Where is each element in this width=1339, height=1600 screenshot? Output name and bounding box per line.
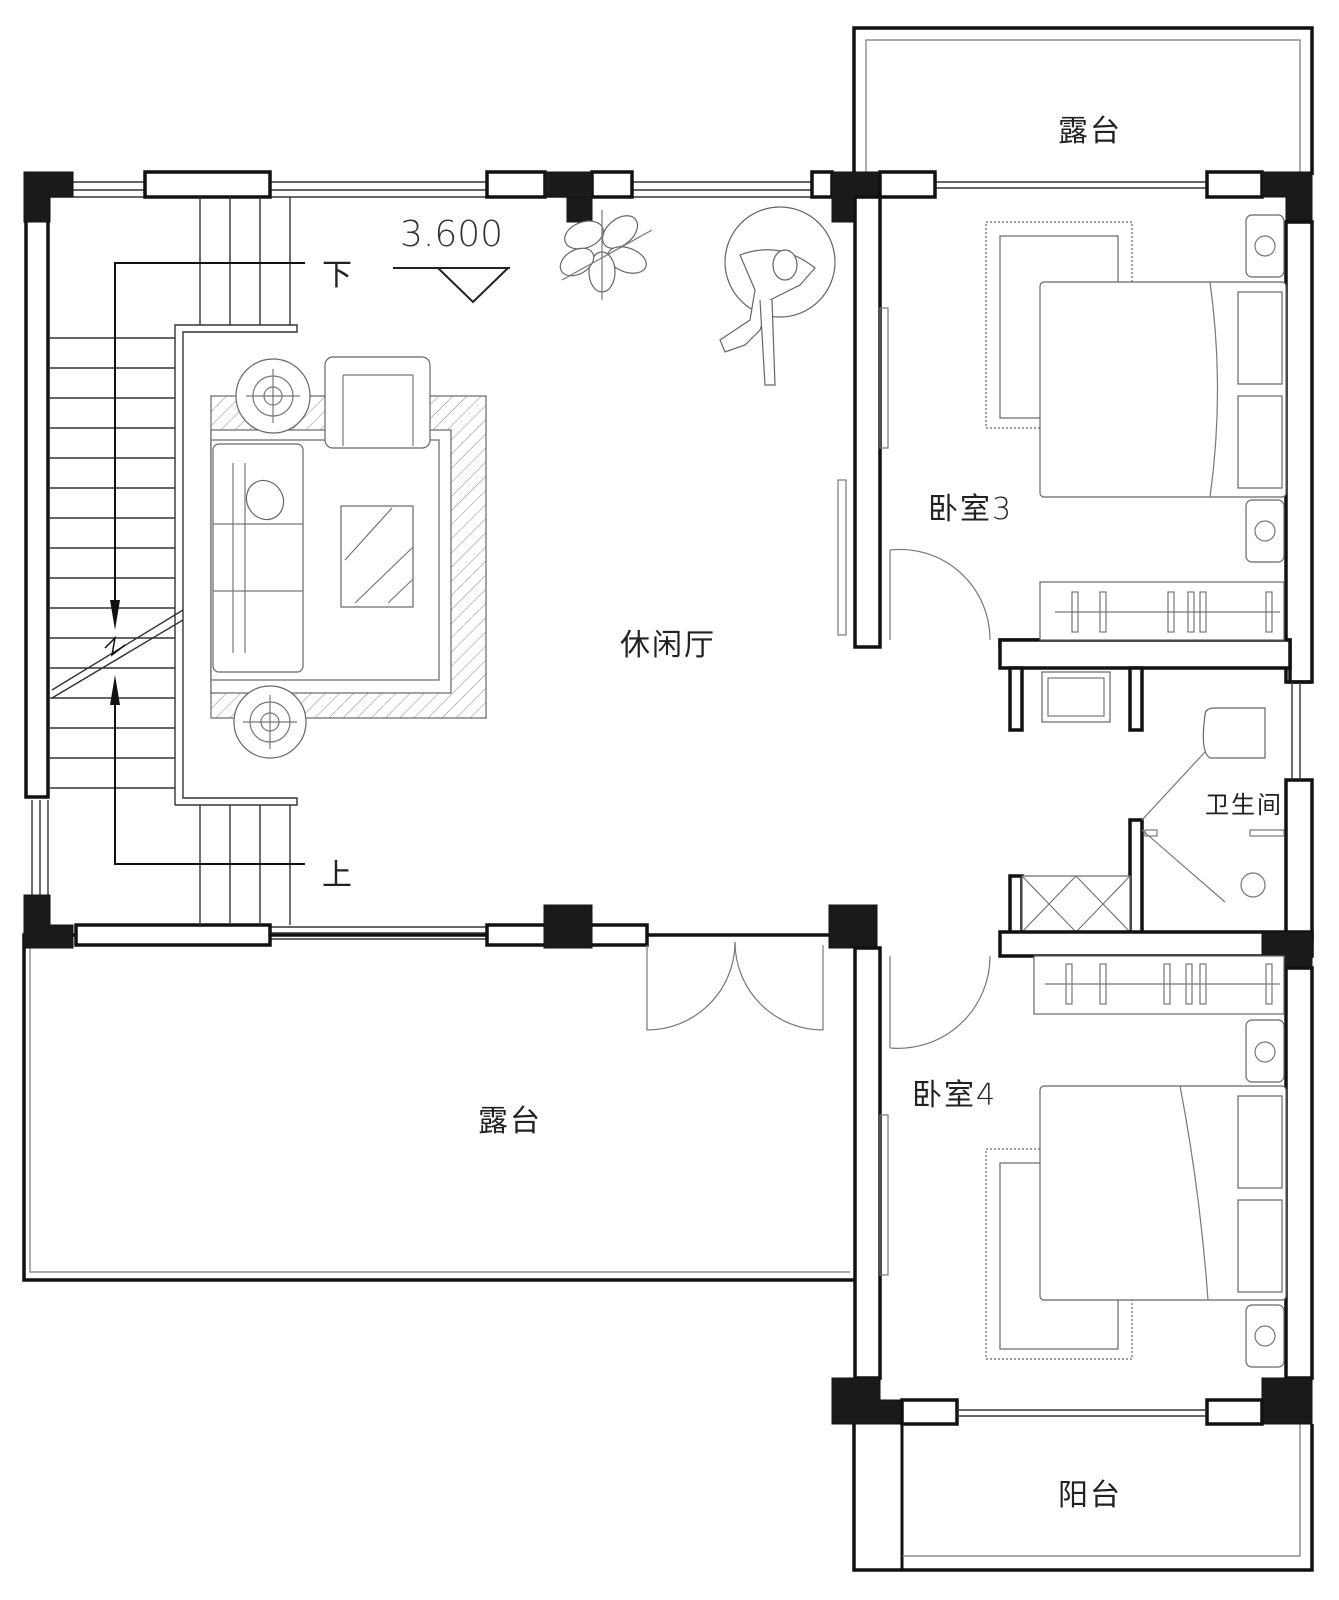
stair-down-label: 下 [322,258,354,293]
hall-walls [23,170,881,949]
lounge-chair-with-person [719,206,836,386]
bed-bedroom4 [985,1019,1287,1368]
room-label-bathroom: 卫生间 [1205,791,1283,819]
bed-bedroom3 [985,214,1287,563]
elevation-marker [393,267,510,304]
terrace-main-outline [22,933,862,1282]
balcony-outline [852,1424,1314,1572]
sofa-set [210,356,487,759]
bedroom3-walls [837,170,1314,684]
room-label-bedroom4: 卧室4 [912,1078,998,1113]
double-door [646,941,824,1031]
room-label-leisure-hall: 休闲厅 [620,628,716,663]
plant-icon [559,210,653,300]
bedroom4-walls [831,946,1314,1426]
room-label-terrace-main: 露台 [478,1104,542,1139]
room-label-balcony: 阳台 [1058,1478,1122,1513]
elevation-value: 3.600 [400,214,504,255]
stair-up-label: 上 [322,858,354,893]
bathroom-walls [998,666,1314,969]
room-label-bedroom3: 卧室3 [928,492,1014,527]
terrace-top-outline [852,26,1314,175]
room-label-terrace-top: 露台 [1058,114,1122,149]
staircase [50,197,305,925]
